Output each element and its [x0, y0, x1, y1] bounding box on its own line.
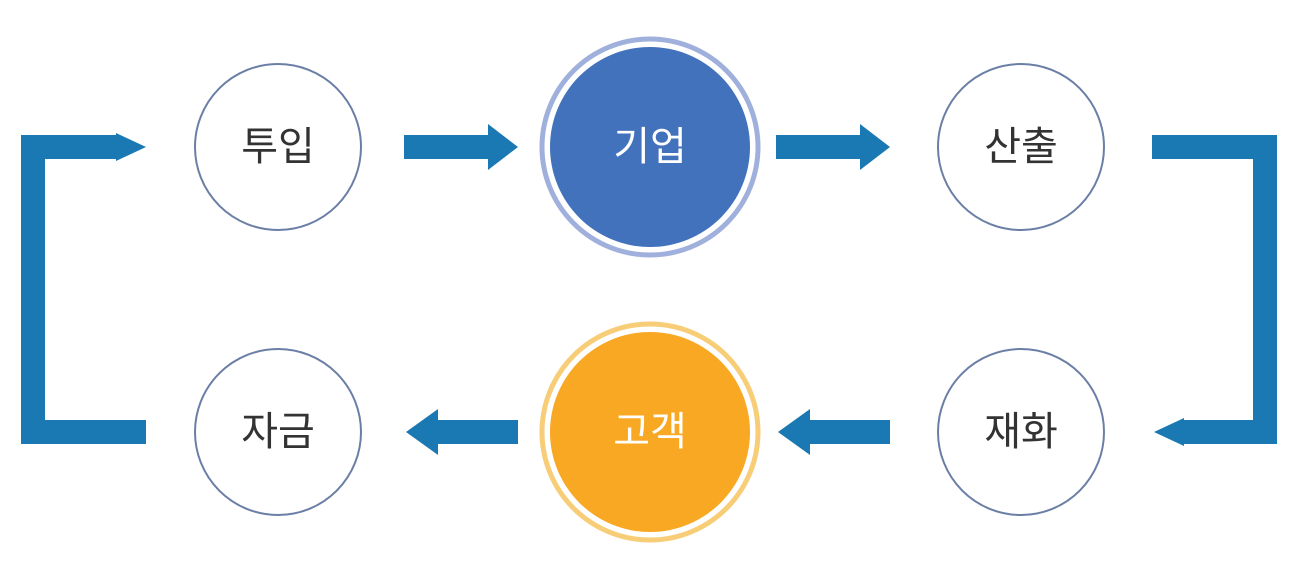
arrow-input-to-firm — [404, 124, 518, 170]
node-input-label: 투입 — [241, 124, 315, 170]
node-goods: 재화 — [937, 348, 1105, 516]
node-customer-label: 고객 — [613, 409, 687, 455]
node-input: 투입 — [194, 63, 362, 231]
arrow-firm-to-output — [776, 124, 890, 170]
arrow-customer-to-funds — [406, 409, 518, 455]
node-output: 산출 — [937, 63, 1105, 231]
arrow-goods-to-customer — [778, 409, 890, 455]
node-firm-label: 기업 — [613, 124, 687, 170]
node-funds: 자금 — [194, 348, 362, 516]
loop-arrow-funds-to-input — [21, 133, 146, 444]
node-customer: 고객 — [539, 321, 761, 543]
loop-arrow-output-to-goods — [1152, 135, 1277, 446]
node-firm: 기업 — [539, 36, 761, 258]
node-output-label: 산출 — [984, 124, 1058, 170]
node-goods-label: 재화 — [984, 409, 1058, 455]
node-funds-label: 자금 — [241, 409, 315, 455]
